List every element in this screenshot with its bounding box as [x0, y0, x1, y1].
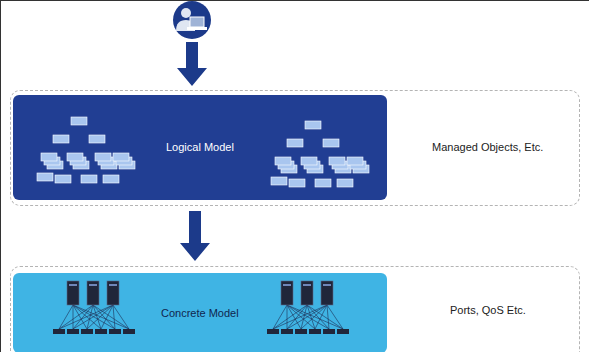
- dashed-layer-box: Ports, QoS Etc. Concrete Model: [10, 266, 580, 352]
- band-title: Concrete Model: [161, 307, 239, 320]
- server-icon: [267, 281, 349, 334]
- layer-note: Managed Objects, Etc.: [432, 141, 543, 154]
- arrow-down: [177, 42, 207, 86]
- frame-line: [0, 0, 589, 1]
- user-icon: [173, 1, 211, 39]
- band-title: Logical Model: [166, 141, 234, 154]
- layer-note: Ports, QoS Etc.: [450, 304, 526, 317]
- dashed-layer-box: Managed Objects, Etc. Logical Model: [10, 90, 580, 206]
- object-tree-icon: [37, 117, 135, 183]
- concrete-model-band: Concrete Model: [13, 273, 387, 352]
- flow-arrow: [180, 211, 210, 261]
- logical-model-band: Logical Model: [13, 95, 387, 200]
- server-icon: [53, 281, 135, 334]
- frame-line: [0, 0, 1, 352]
- object-tree-icon: [271, 121, 369, 187]
